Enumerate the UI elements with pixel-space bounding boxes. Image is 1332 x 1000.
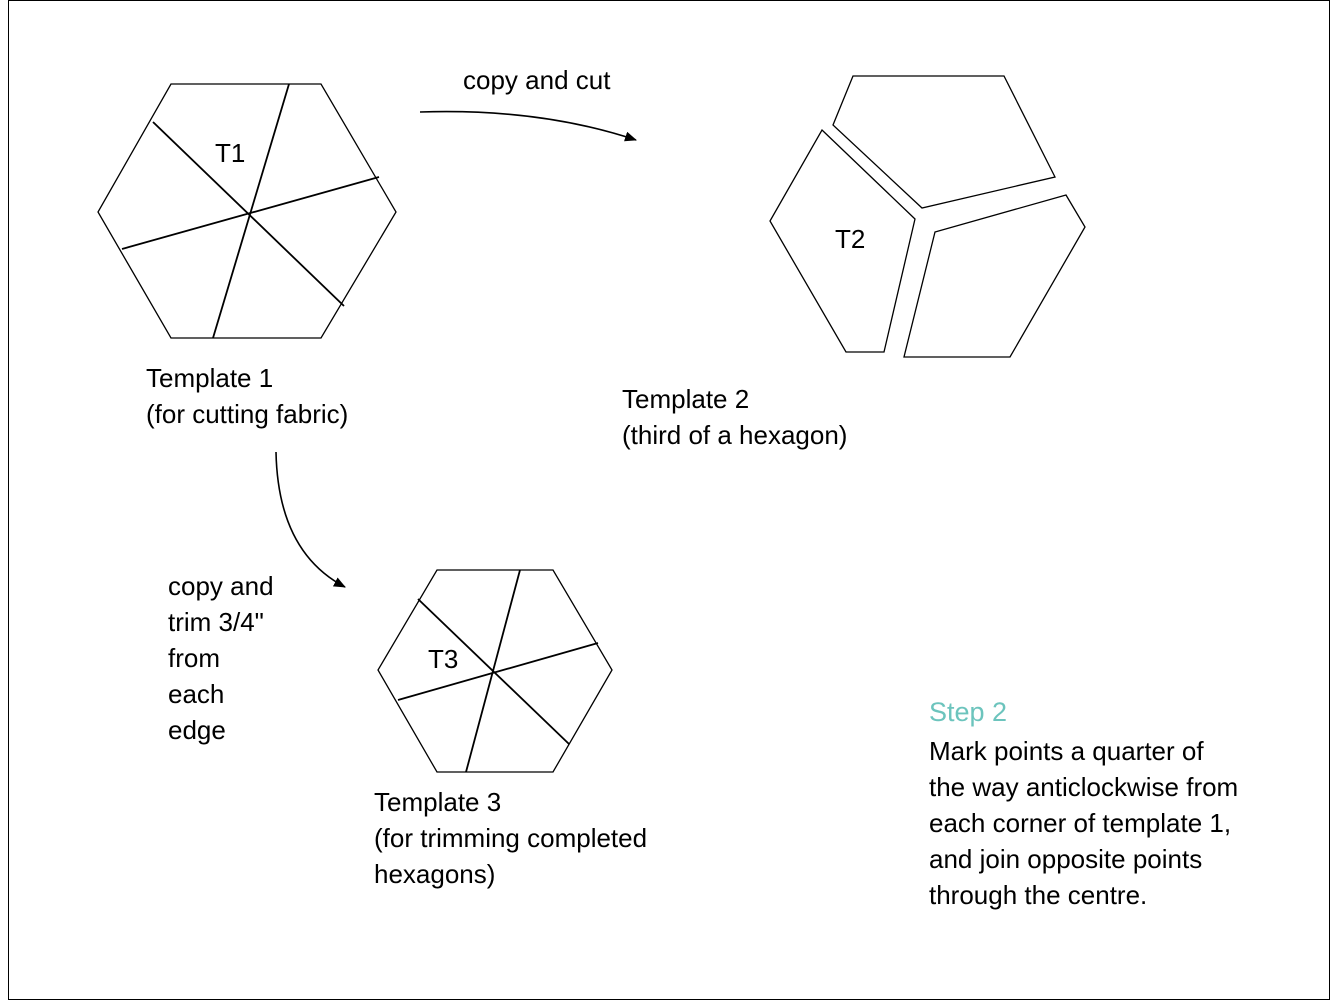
template-1-caption: Template 1 (for cutting fabric) <box>146 363 349 429</box>
template-2-caption: Template 2 (third of a hexagon) <box>622 384 848 450</box>
template-2-piece-left <box>769 128 916 353</box>
step-title: Step 2 <box>929 697 1008 727</box>
copy-trim-label: copy and trim 3/4" from each edge <box>168 571 274 745</box>
template-2-pieces <box>769 75 1086 358</box>
template-2-piece-top <box>832 75 1056 209</box>
t2-tag: T2 <box>835 224 866 254</box>
template-2-piece-right <box>903 194 1086 358</box>
template-3-caption: Template 3 (for trimming completed hexag… <box>374 787 648 889</box>
template-1-hexagon <box>97 83 397 339</box>
copy-cut-arrow <box>419 110 637 142</box>
template-3-hexagon <box>377 569 613 773</box>
t3-tag: T3 <box>428 644 459 674</box>
copy-cut-label: copy and cut <box>463 65 611 95</box>
copy-trim-arrow <box>275 451 346 588</box>
t1-tag: T1 <box>215 138 246 168</box>
step-instructions: Mark points a quarter of the way anticlo… <box>929 736 1239 910</box>
